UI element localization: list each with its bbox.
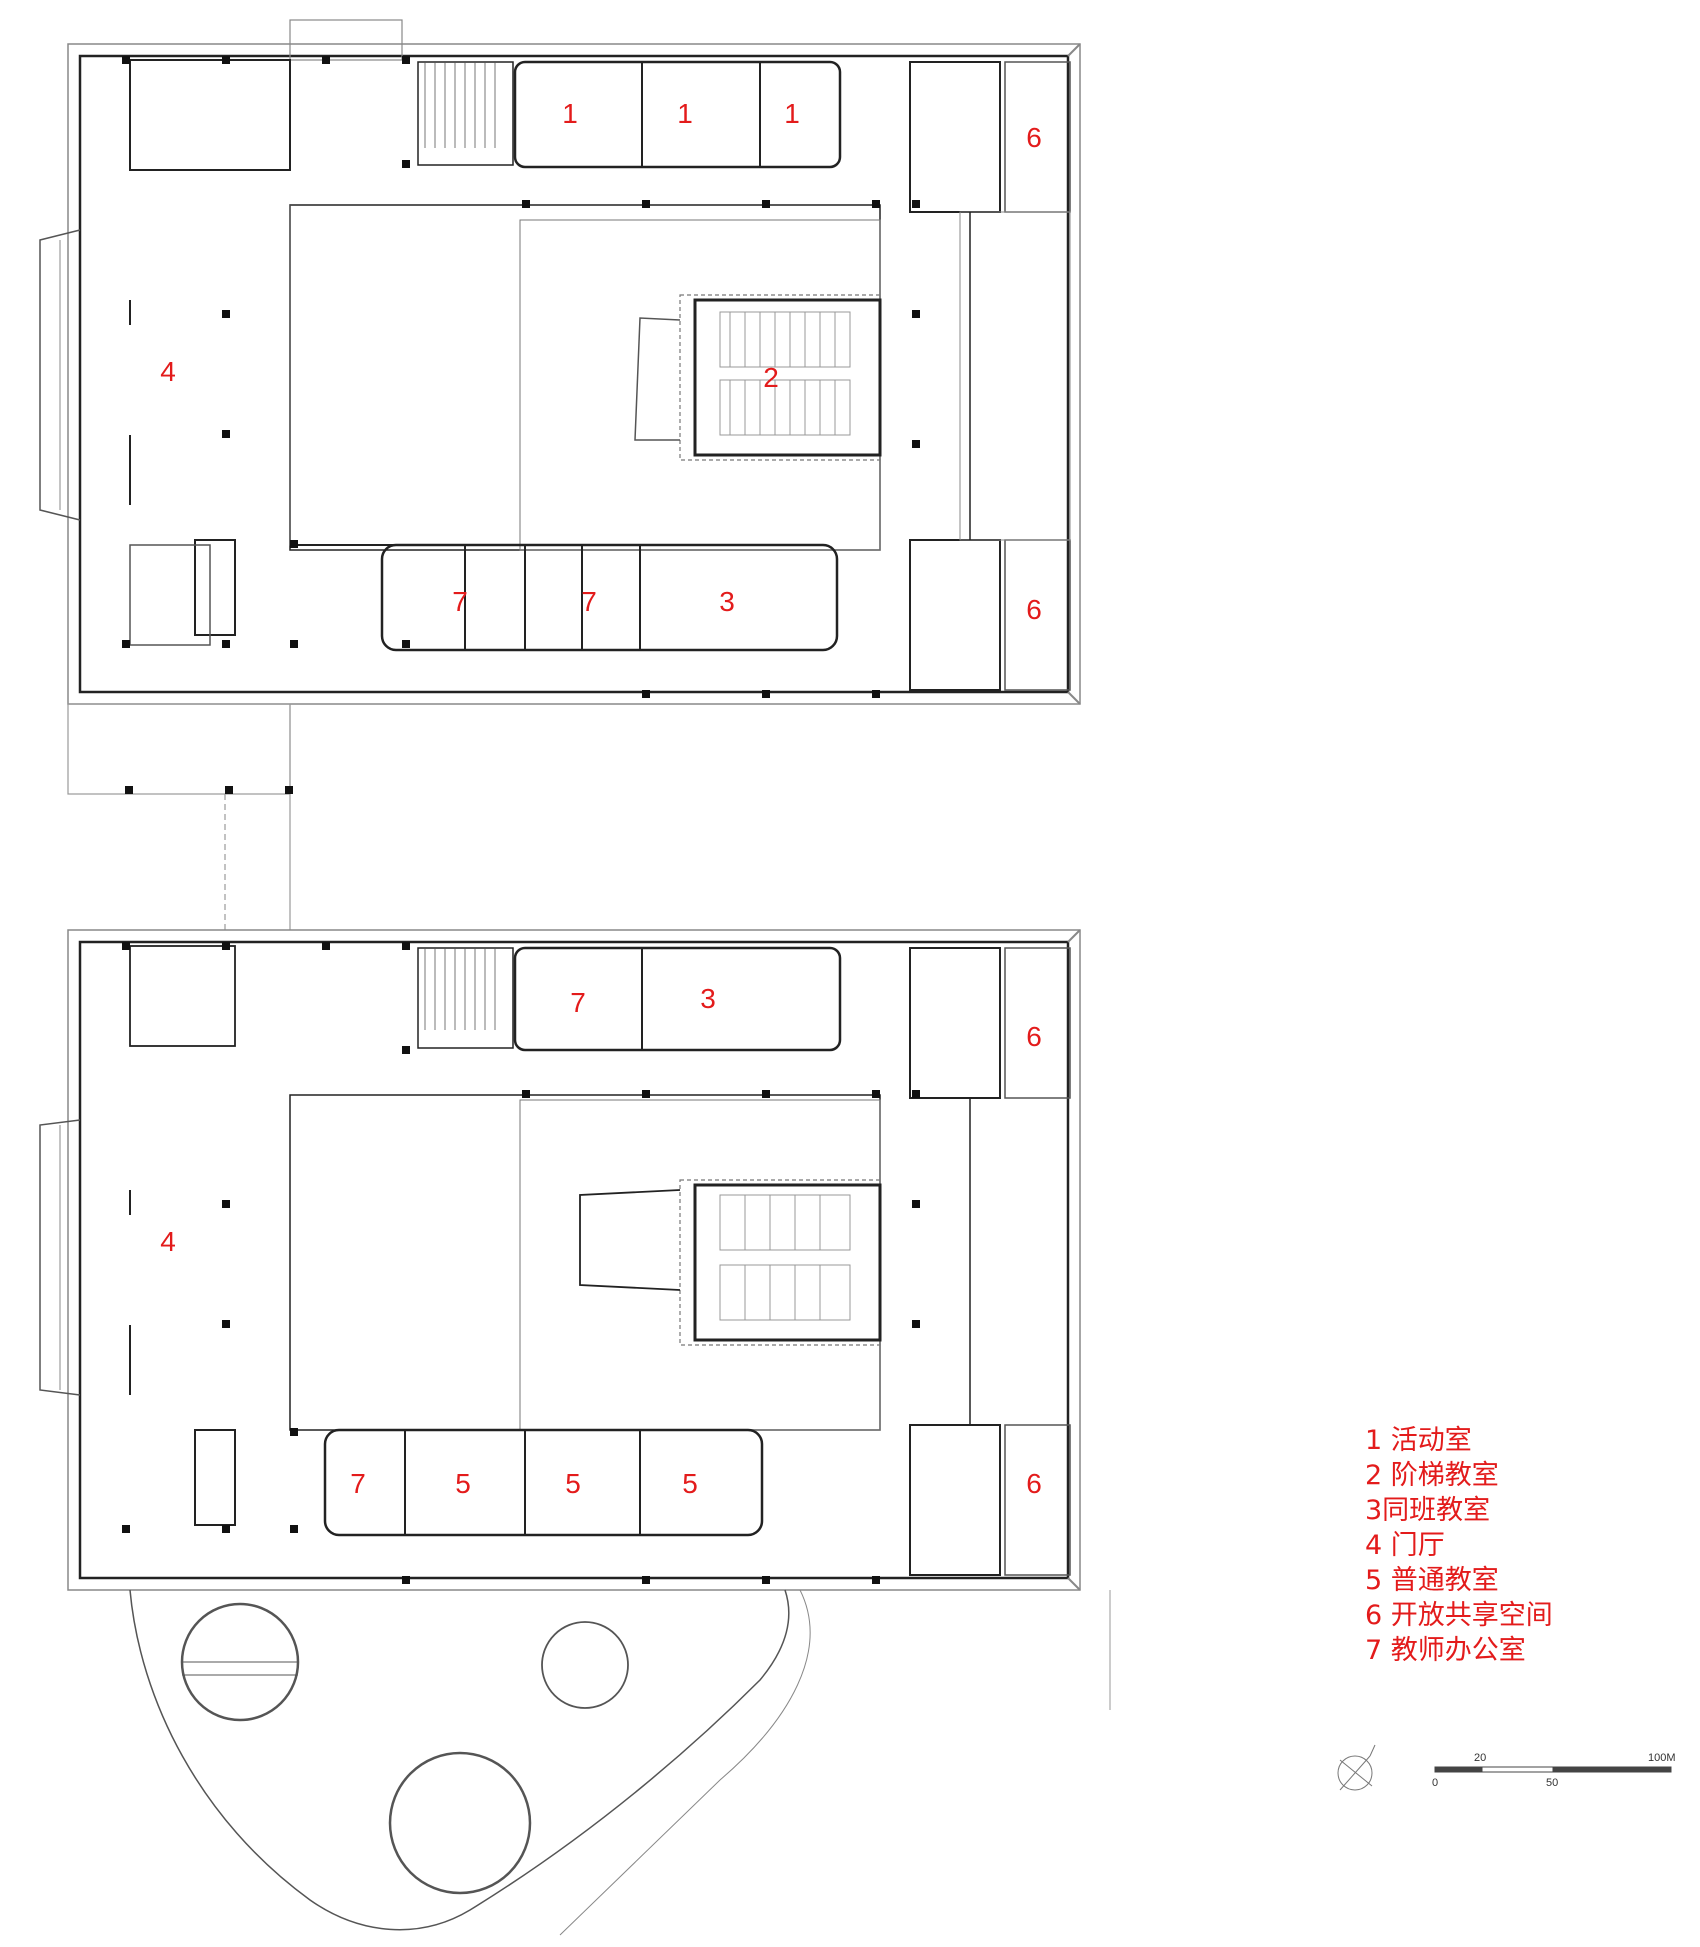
room-label-6d: 6 bbox=[1026, 1468, 1042, 1499]
room-label-6a: 6 bbox=[1026, 122, 1042, 153]
legend-item: 2 阶梯教室 bbox=[1365, 1460, 1499, 1491]
room-label-7c: 7 bbox=[570, 987, 586, 1018]
lower-floor-plan bbox=[39, 929, 1081, 1591]
legend-item: 5 普通教室 bbox=[1365, 1565, 1499, 1596]
scale-label-0: 0 bbox=[1432, 1777, 1439, 1789]
legend-item: 7 教师办公室 bbox=[1365, 1635, 1526, 1666]
room-label-7a: 7 bbox=[452, 586, 468, 617]
legend-item: 4 门厅 bbox=[1365, 1530, 1445, 1561]
upper-floor-plan bbox=[39, 19, 1081, 705]
room-label-5c: 5 bbox=[682, 1468, 698, 1499]
legend-item: 6 开放共享空间 bbox=[1365, 1600, 1553, 1631]
room-label-1a: 1 bbox=[562, 98, 578, 129]
room-label-7d: 7 bbox=[350, 1468, 366, 1499]
columns bbox=[122, 56, 920, 1584]
north-arrow-icon bbox=[1337, 1744, 1376, 1791]
legend-item: 1 活动室 bbox=[1365, 1425, 1472, 1456]
room-label-6c: 6 bbox=[1026, 1021, 1042, 1052]
room-label-4: 4 bbox=[160, 356, 176, 387]
room-label-6b: 6 bbox=[1026, 594, 1042, 625]
room-label-5a: 5 bbox=[455, 1468, 471, 1499]
room-label-1c: 1 bbox=[784, 98, 800, 129]
room-label-3: 3 bbox=[719, 586, 735, 617]
room-label-4b: 4 bbox=[160, 1226, 176, 1257]
legend-item: 3同班教室 bbox=[1365, 1495, 1491, 1526]
room-label-5b: 5 bbox=[565, 1468, 581, 1499]
scale-label-100m: 100M bbox=[1648, 1752, 1676, 1764]
room-label-7b: 7 bbox=[581, 586, 597, 617]
scale-label-20: 20 bbox=[1474, 1752, 1487, 1764]
legend: 1 活动室 2 阶梯教室 3同班教室 4 门厅 5 普通教室 6 开放共享空间 … bbox=[1365, 1423, 1553, 1668]
plaza-outline bbox=[129, 1589, 1111, 1936]
scale-bar bbox=[1434, 1766, 1672, 1773]
room-label-3b: 3 bbox=[700, 983, 716, 1014]
room-label-2: 2 bbox=[763, 362, 779, 393]
scale-label-50: 50 bbox=[1546, 1777, 1559, 1789]
room-label-1b: 1 bbox=[677, 98, 693, 129]
